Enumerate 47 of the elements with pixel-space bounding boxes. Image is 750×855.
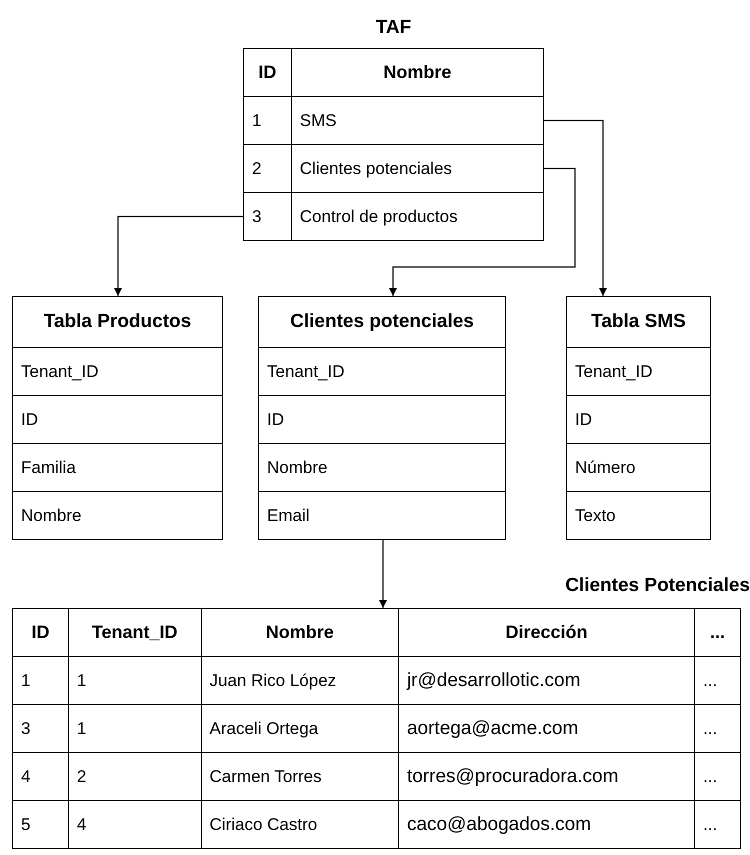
table-row [12,752,741,801]
table-cell-text: Texto [574,504,617,526]
table-cell: Ciriaco Castro [200,801,398,848]
table-cell: ... [694,801,740,848]
table-title: TAF [374,16,412,40]
header-row [12,608,741,657]
table-cell-text: 4 [20,766,32,788]
table-cell-text: Email [266,504,311,526]
table-row [12,656,741,705]
table-cell-text: Familia [20,456,77,478]
table-title: Clientes potenciales [289,310,475,334]
table-cell-text: 3 [251,206,262,228]
table-title: Clientes Potenciales [565,574,750,598]
table-row [243,192,544,241]
table-title: Tabla SMS [590,310,687,334]
table-cell-text: Tenant_ID [574,360,654,382]
table-row [243,144,544,193]
data-table [12,296,223,540]
table-cell-text: Nombre [20,504,82,526]
header-row [243,48,544,97]
table-cell-text: 1 [20,670,32,692]
connector-arrow [544,120,607,296]
table-cell-text: 1 [251,110,262,132]
table-cell-text: Tenant_ID [266,360,346,382]
column-header: ID [257,61,278,84]
table-cell-text: Número [574,456,636,478]
table-cell-text: 3 [20,718,32,740]
table-row [243,96,544,145]
connector-arrow [114,216,243,296]
connector-arrow [389,168,576,296]
table-cell: 4 [68,801,201,848]
table-cell-text: Tenant_ID [20,360,100,382]
table-cell-text: ID [20,408,39,430]
table-row [12,704,741,753]
table-cell-text: ID [266,408,285,430]
table-cell-text: ID [574,408,593,430]
table-cell-text: Nombre [266,456,328,478]
table-cell-text: 2 [251,158,262,180]
connector-arrow [379,539,387,608]
table-cell: Control de productos [290,193,543,240]
data-table [566,296,711,540]
data-table [258,296,506,540]
table-title: Tabla Productos [42,310,192,334]
table-row [12,800,741,849]
table-cell: caco@abogados.com [398,801,694,848]
column-header: ID [30,621,50,644]
table-cell-text: 5 [20,814,32,836]
